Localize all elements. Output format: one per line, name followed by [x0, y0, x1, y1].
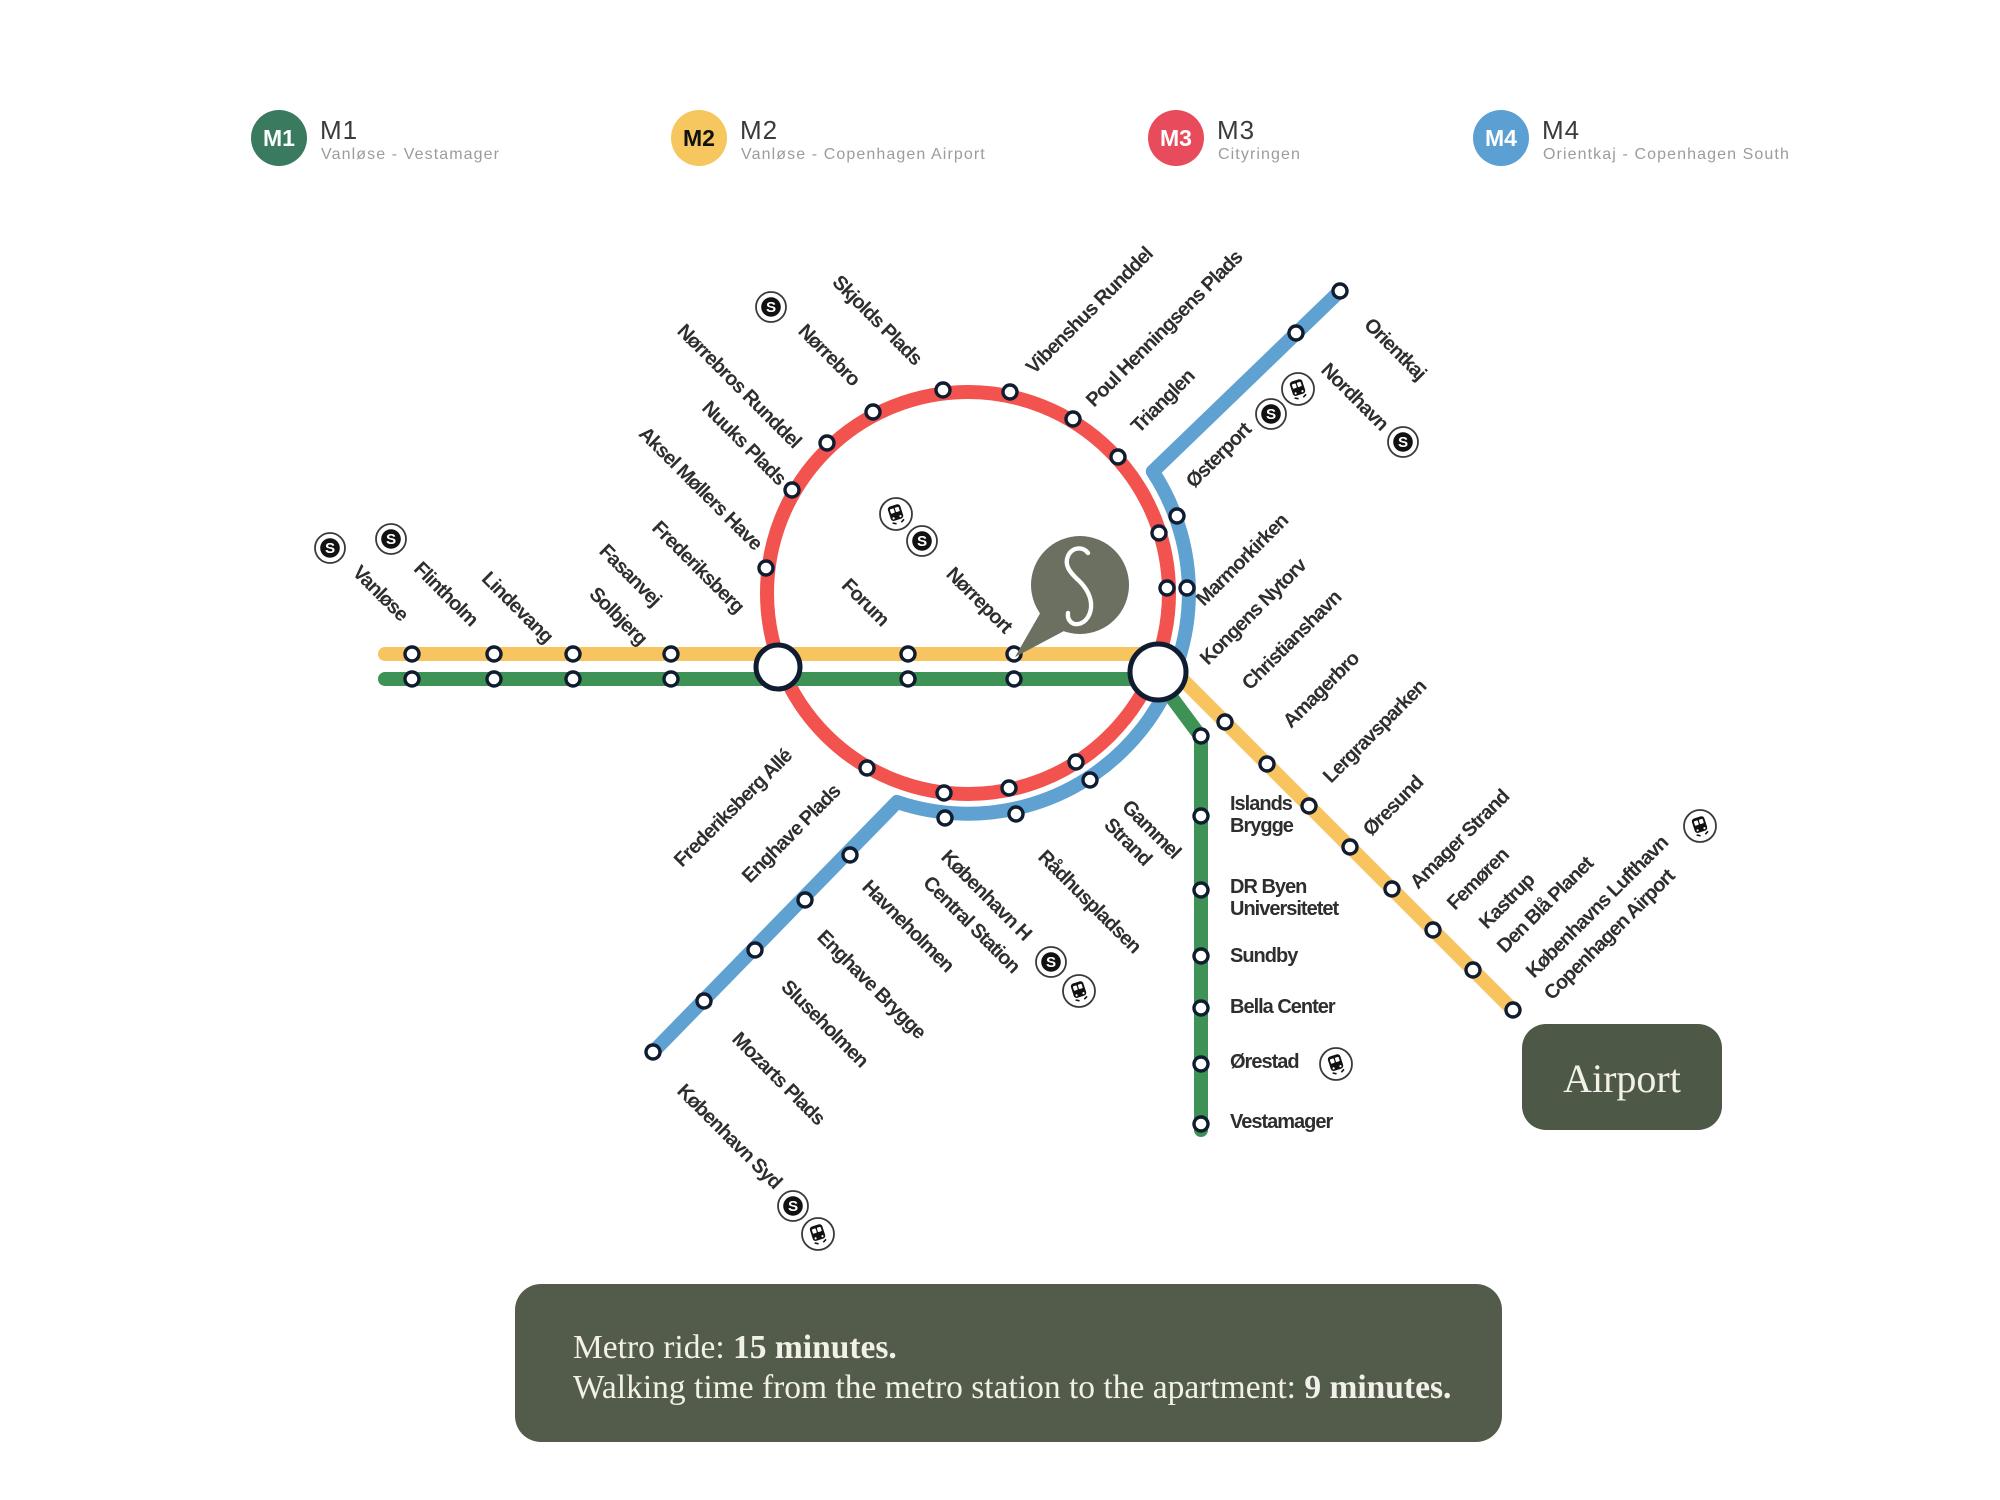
svg-text:Rådhuspladsen: Rådhuspladsen	[1033, 845, 1145, 957]
svg-text:Trianglen: Trianglen	[1127, 365, 1199, 437]
svg-text:Vestamager: Vestamager	[1230, 1111, 1334, 1133]
svg-text:Nørrebro: Nørrebro	[794, 320, 865, 391]
svg-text:Sundby: Sundby	[1230, 945, 1299, 967]
svg-text:Cityringen: Cityringen	[1218, 146, 1301, 163]
svg-text:S: S	[386, 531, 396, 548]
svg-text:DR Byen: DR Byen	[1230, 876, 1306, 898]
svg-text:S: S	[1398, 434, 1408, 451]
svg-text:Amagerbro: Amagerbro	[1279, 647, 1364, 732]
svg-text:Lergravsparken: Lergravsparken	[1319, 676, 1431, 788]
svg-text:M3: M3	[1217, 115, 1255, 145]
svg-text:Bella Center: Bella Center	[1230, 996, 1336, 1018]
svg-text:Metro ride: 15 minutes.: Metro ride: 15 minutes.	[573, 1329, 897, 1366]
svg-text:Øresund: Øresund	[1359, 772, 1428, 841]
svg-text:Sluseholmen: Sluseholmen	[776, 976, 872, 1072]
svg-text:Airport: Airport	[1563, 1056, 1681, 1101]
svg-text:M3: M3	[1160, 125, 1192, 151]
svg-text:København Syd: København Syd	[672, 1080, 785, 1193]
svg-text:Lindevang: Lindevang	[477, 568, 557, 648]
svg-text:S: S	[917, 533, 927, 550]
svg-text:S: S	[788, 1198, 798, 1215]
svg-text:Islands: Islands	[1230, 793, 1293, 815]
svg-text:S: S	[1046, 954, 1056, 971]
svg-text:Brygge: Brygge	[1230, 815, 1294, 837]
svg-text:M2: M2	[740, 115, 778, 145]
svg-text:S: S	[1266, 406, 1276, 423]
svg-text:Amager Strand: Amager Strand	[1406, 786, 1514, 894]
svg-text:Walking time from the metro st: Walking time from the metro station to t…	[573, 1369, 1451, 1406]
svg-text:Universitetet: Universitetet	[1230, 898, 1339, 920]
svg-text:Mozarts Plads: Mozarts Plads	[727, 1028, 829, 1130]
svg-text:M2: M2	[683, 125, 715, 151]
svg-text:Nørreport: Nørreport	[942, 563, 1017, 638]
svg-text:S: S	[325, 540, 335, 557]
svg-text:Orientkaj - Copenhagen South: Orientkaj - Copenhagen South	[1543, 146, 1790, 163]
svg-text:Forum: Forum	[837, 575, 893, 631]
svg-text:Vanløse - Copenhagen Airport: Vanløse - Copenhagen Airport	[741, 146, 986, 163]
svg-text:Nordhavn: Nordhavn	[1316, 359, 1392, 435]
svg-text:Vanløse - Vestamager: Vanløse - Vestamager	[321, 146, 500, 163]
svg-text:Orientkaj: Orientkaj	[1359, 314, 1430, 385]
svg-text:M4: M4	[1485, 125, 1517, 151]
svg-text:Ørestad: Ørestad	[1230, 1051, 1299, 1073]
svg-text:M1: M1	[320, 115, 358, 145]
svg-text:Vanløse: Vanløse	[348, 561, 413, 626]
svg-text:M1: M1	[263, 125, 295, 151]
svg-text:S: S	[766, 299, 776, 316]
svg-text:Flintholm: Flintholm	[409, 558, 482, 631]
svg-text:M4: M4	[1542, 115, 1580, 145]
